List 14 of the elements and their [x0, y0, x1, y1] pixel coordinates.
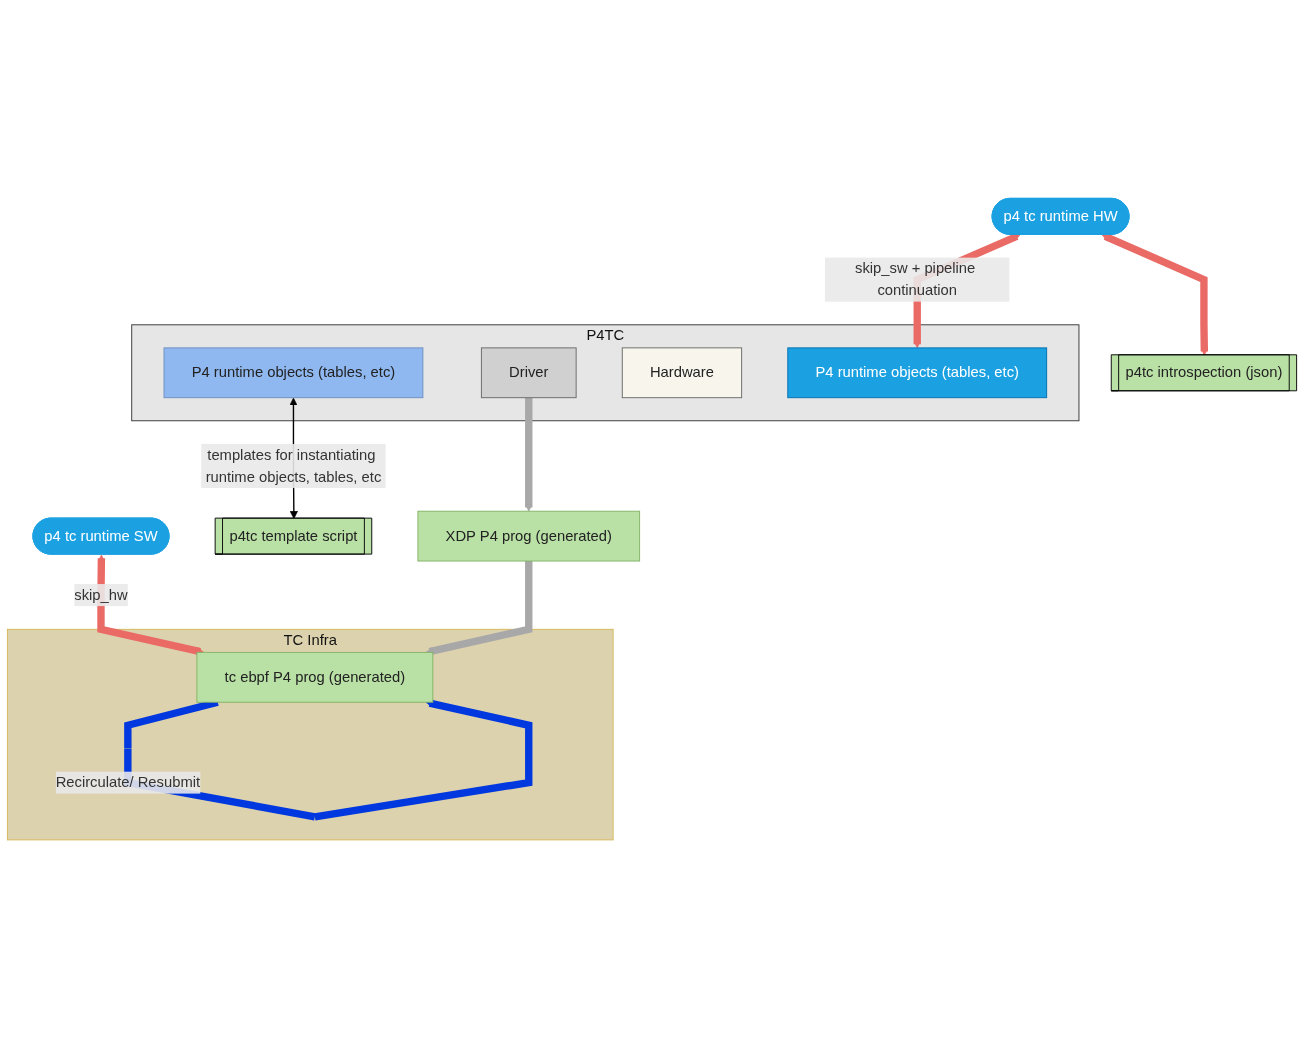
node-box: XDP P4 prog (generated)	[417, 510, 641, 562]
node-box: P4 runtime objects (tables, etc)	[787, 347, 1048, 398]
arrow	[425, 560, 533, 656]
edge-label: templates for instantiating runtime objects, tables, etc	[205, 446, 382, 485]
edge-label: Recirculate/ Resubmit	[55, 774, 201, 790]
arrow	[1101, 232, 1209, 356]
node-box: Driver	[480, 347, 577, 398]
edge-label: skip_sw + pipeline continuation	[855, 260, 976, 298]
arrow	[524, 397, 533, 512]
arrow	[97, 554, 205, 656]
node-box: P4 runtime objects (tables, etc)	[163, 347, 424, 398]
node-box: tc ebpf P4 prog (generated)	[196, 651, 434, 703]
node-box: Hardware	[621, 347, 743, 398]
edge-label: skip_hw	[74, 586, 128, 603]
